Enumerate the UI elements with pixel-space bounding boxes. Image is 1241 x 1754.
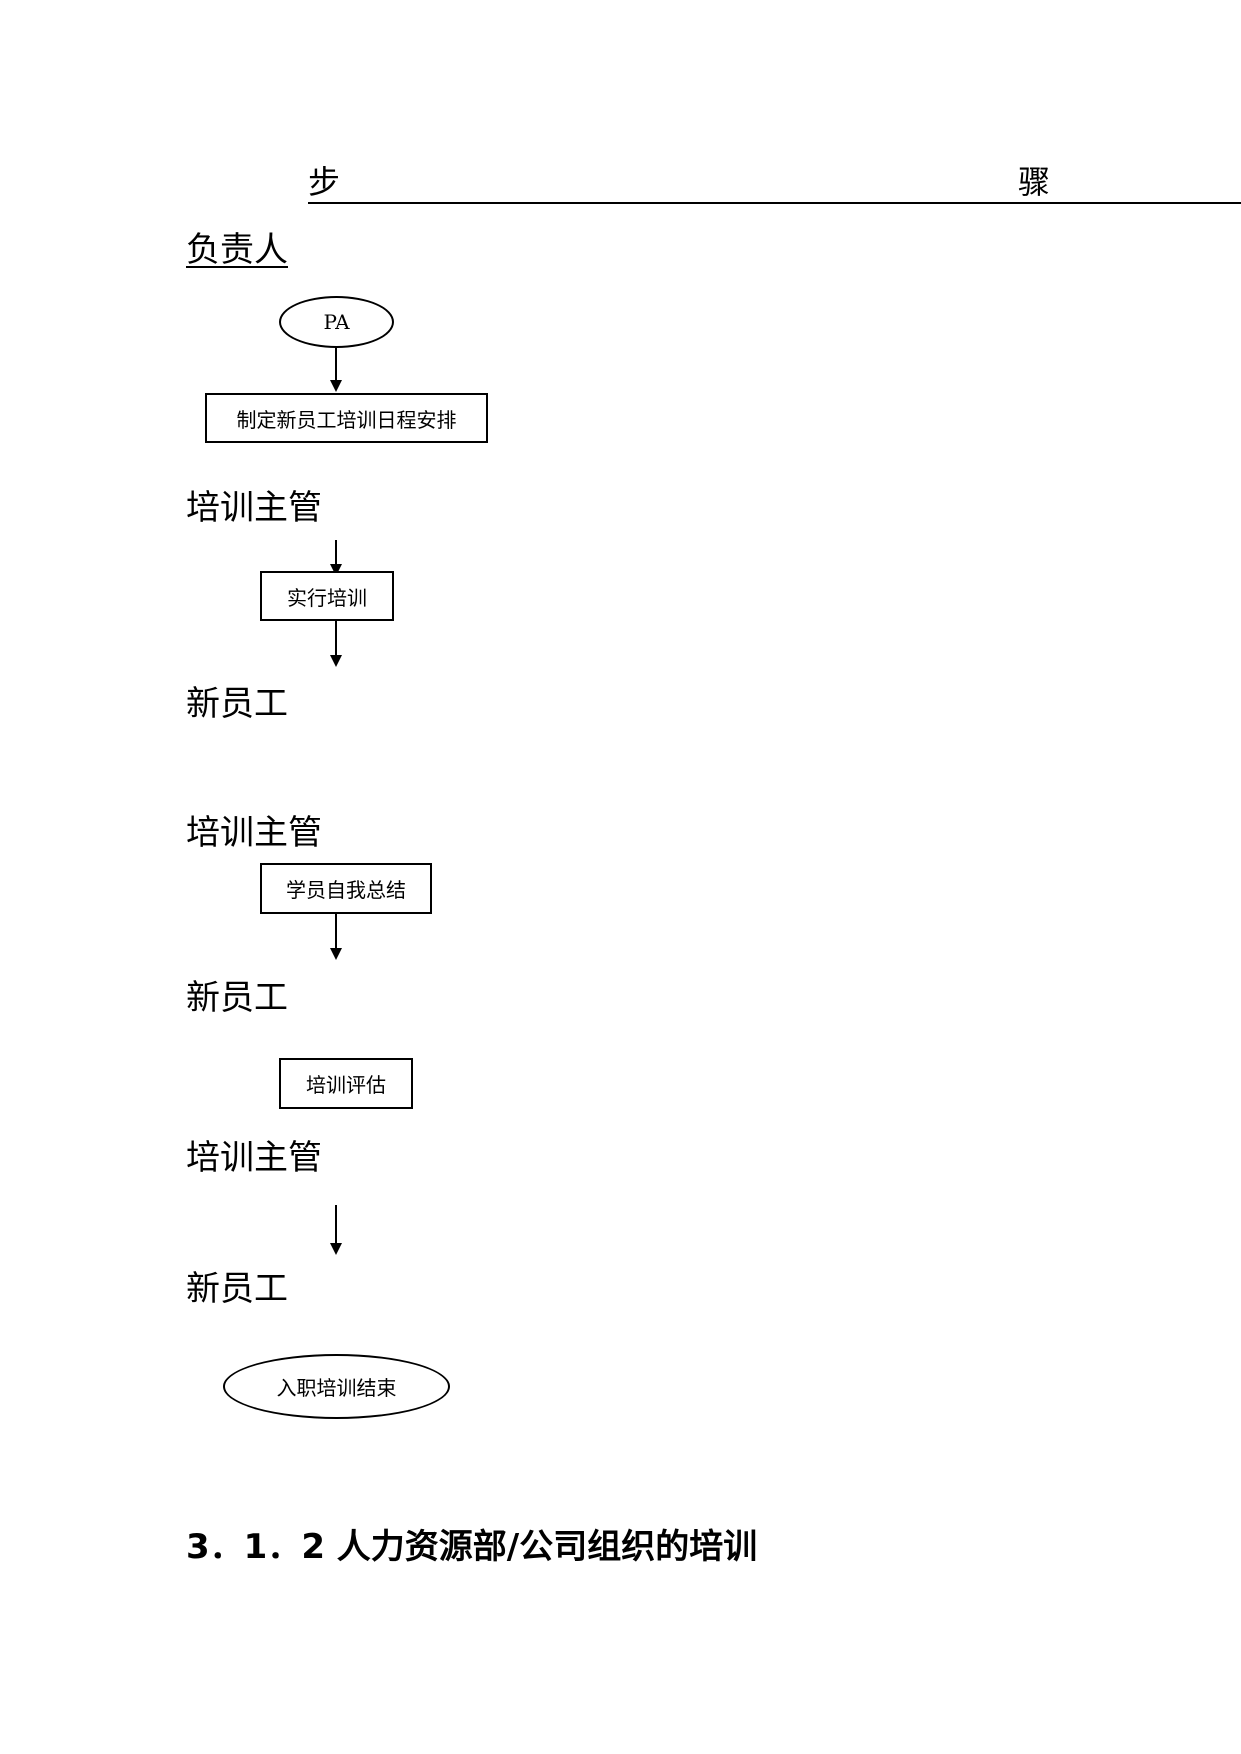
role-label-new-employee: 新员工 <box>186 1269 288 1309</box>
flow-step-evaluation-box: 培训评估 <box>279 1058 413 1109</box>
responsible-person-label: 负责人 <box>186 230 288 270</box>
role-label-new-employee: 新员工 <box>186 978 288 1018</box>
section-heading: 3．1．2 人力资源部/公司组织的培训 <box>186 1527 758 1567</box>
header-step-char: 步 <box>308 163 341 201</box>
header-underline <box>308 202 1241 204</box>
flow-step-conduct-training-box: 实行培训 <box>260 571 394 621</box>
flow-start-oval: PA <box>279 296 394 348</box>
role-label-training-supervisor: 培训主管 <box>186 813 322 853</box>
role-label-new-employee: 新员工 <box>186 684 288 724</box>
flow-end-oval: 入职培训结束 <box>223 1354 450 1419</box>
role-label-training-supervisor: 培训主管 <box>186 488 322 528</box>
flow-step-schedule-box: 制定新员工培训日程安排 <box>205 393 488 443</box>
header-procedure-char: 骤 <box>1018 163 1051 201</box>
role-label-training-supervisor: 培训主管 <box>186 1138 322 1178</box>
flow-step-self-summary-box: 学员自我总结 <box>260 863 432 914</box>
